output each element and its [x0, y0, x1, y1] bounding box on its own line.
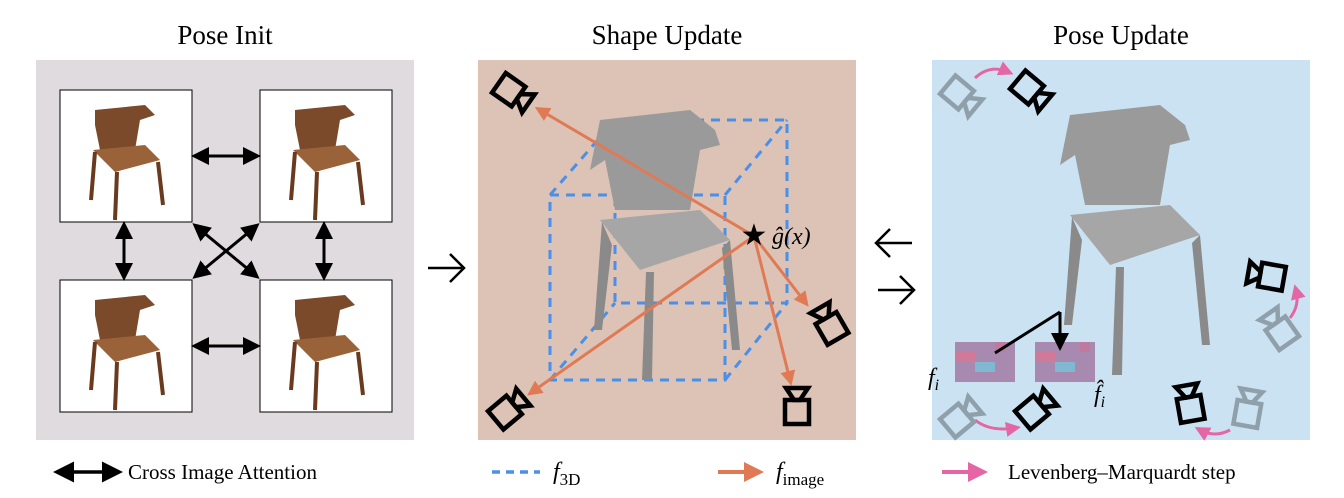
- pose-update-title: Pose Update: [1053, 20, 1189, 50]
- projection-lines: [994, 310, 1060, 353]
- fi-label: fi: [928, 365, 939, 394]
- fi-hat-label: f̂i: [1094, 380, 1105, 411]
- pose-init-title: Pose Init: [177, 20, 273, 50]
- point-label: ĝ(x): [772, 224, 811, 250]
- feature-map-fi-hat: [1035, 342, 1095, 382]
- pose-update-panel: fi f̂i: [928, 60, 1310, 441]
- right-arrow-icon: [428, 253, 466, 283]
- legend: Cross Image Attention f3D fimage Levenbe…: [53, 459, 1236, 489]
- legend-f3d: f3D: [553, 459, 580, 489]
- feature-map-fi: [955, 342, 1015, 382]
- shape-update-title: Shape Update: [592, 20, 743, 50]
- cross-attention-arrows: [115, 147, 333, 355]
- legend-lm-step: Levenberg–Marquardt step: [1008, 460, 1236, 484]
- lm-step-arrows: [973, 61, 1306, 441]
- legend-fimage: fimage: [776, 459, 824, 489]
- bidirectional-arrow-icon: [874, 228, 916, 305]
- star-icon: ★: [741, 219, 768, 252]
- legend-cross-attention: Cross Image Attention: [128, 460, 317, 484]
- fimage-rays: [527, 106, 809, 396]
- pose-init-panel: [36, 60, 414, 440]
- shape-update-panel: ★ ĝ(x): [478, 60, 856, 440]
